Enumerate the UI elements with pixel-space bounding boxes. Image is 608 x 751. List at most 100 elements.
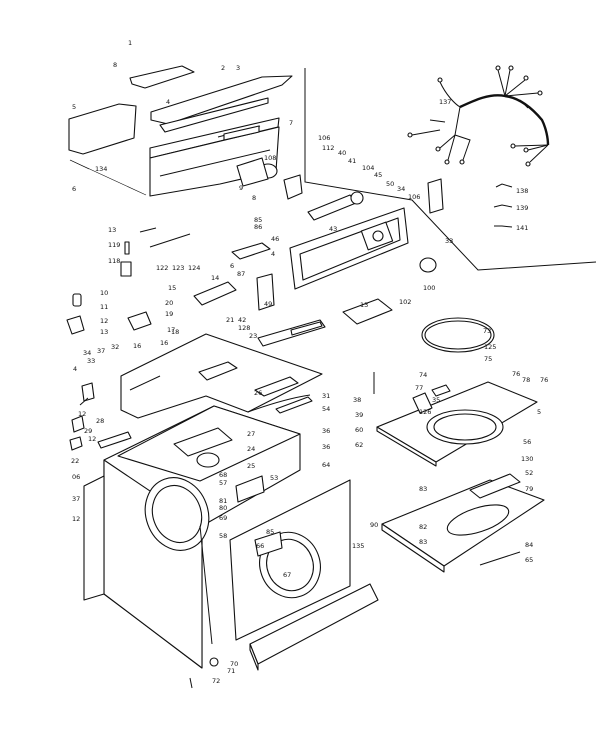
callout-label: 36 (322, 443, 330, 451)
callout-label: 100 (423, 284, 435, 292)
callout-label: 12 (72, 515, 80, 523)
callout-label: 86 (254, 223, 262, 231)
callout-label: 75 (484, 355, 492, 363)
callout-label: 70 (230, 660, 238, 668)
callout-label: 22 (71, 457, 79, 465)
callout-label: 4 (166, 98, 170, 106)
tub-cover-group (373, 317, 538, 467)
callout-label: 34 (83, 349, 91, 357)
callout-label: 25 (247, 462, 255, 470)
callout-label: 138 (516, 187, 528, 195)
callout-label: 84 (525, 541, 533, 549)
callout-label: 74 (419, 371, 427, 379)
cabinet-top-group (120, 333, 323, 419)
callout-label: 139 (516, 204, 528, 212)
callout-label: 71 (227, 667, 235, 675)
callout-label: 76 (540, 376, 548, 384)
callout-label: 21 (226, 316, 234, 324)
callout-label: 14 (211, 274, 219, 282)
callout-label: 46 (271, 235, 279, 243)
callout-label: 50 (386, 180, 394, 188)
callout-label: 82 (419, 523, 427, 531)
callout-label: 12 (78, 410, 86, 418)
callout-label: 37 (72, 495, 80, 503)
callout-label: 106 (408, 193, 420, 201)
callout-label: 20 (165, 299, 173, 307)
callout-label: 19 (165, 310, 173, 318)
callout-label: 80 (219, 504, 227, 512)
callout-label: 11 (100, 303, 108, 311)
callout-label: 119 (108, 241, 120, 249)
callout-label: 2 (221, 64, 225, 72)
callout-label: 5 (72, 103, 76, 111)
callout-label: 13 (108, 226, 116, 234)
callout-label: 124 (188, 264, 200, 272)
callout-label: 125 (484, 343, 496, 351)
callout-label: 6 (230, 262, 234, 270)
callout-label: 90 (370, 521, 378, 529)
callout-label: 41 (348, 157, 356, 165)
callout-label: 66 (256, 542, 264, 550)
callout-label: 78 (522, 376, 530, 384)
callout-label: 108 (264, 154, 276, 162)
callout-label: 85 (266, 528, 274, 536)
callout-label: 106 (318, 134, 330, 142)
callout-label: 83 (419, 485, 427, 493)
callout-label: 137 (439, 98, 451, 106)
callout-label: 18 (171, 328, 179, 336)
callout-label: 42 (238, 316, 246, 324)
callout-label: 12 (100, 317, 108, 325)
callout-label: 10 (100, 289, 108, 297)
callout-label: 37 (97, 347, 105, 355)
callout-label: 27 (247, 430, 255, 438)
callout-label: 29 (84, 427, 92, 435)
callout-label: 128 (238, 324, 250, 332)
callout-label: 39 (355, 411, 363, 419)
callout-label: 76 (512, 370, 520, 378)
callout-label: 26 (254, 389, 262, 397)
callout-label: 81 (219, 497, 227, 505)
callout-label: 49 (264, 300, 272, 308)
front-panel-group (229, 475, 351, 641)
callout-label: 56 (523, 438, 531, 446)
callout-label: 83 (419, 538, 427, 546)
callout-label: 52 (525, 469, 533, 477)
callout-label: 9 (239, 184, 243, 192)
callout-label: 8 (252, 194, 256, 202)
callout-label: 122 (156, 264, 168, 272)
callout-label: 16 (133, 342, 141, 350)
callout-label: 24 (247, 445, 255, 453)
callout-label: 126 (419, 408, 431, 416)
callout-label: 17 (167, 326, 175, 334)
callout-label: 62 (355, 441, 363, 449)
callout-label: 68 (219, 471, 227, 479)
callout-label: 53 (270, 474, 278, 482)
callout-label: 87 (237, 270, 245, 278)
top-panel-group (68, 65, 293, 197)
callout-label: 4 (271, 250, 275, 258)
callout-label: 15 (168, 284, 176, 292)
callout-label: 16 (160, 339, 168, 347)
callout-label: 85 (254, 216, 262, 224)
callout-label: 6 (72, 185, 76, 193)
callout-label: 79 (525, 485, 533, 493)
callout-label: 38 (353, 396, 361, 404)
callout-label: 69 (219, 514, 227, 522)
base-pan-group (381, 473, 545, 573)
callout-label: 35 (432, 396, 440, 404)
callout-label: 4 (73, 365, 77, 373)
control-console-group (193, 157, 444, 347)
callout-label: 32 (111, 343, 119, 351)
callout-label: 102 (399, 298, 411, 306)
callout-label: 1 (128, 39, 132, 47)
callout-label: 67 (283, 571, 291, 579)
callout-label: 12 (88, 435, 96, 443)
callout-label: 13 (100, 328, 108, 336)
callout-label: 33 (87, 357, 95, 365)
callout-label: 123 (172, 264, 184, 272)
callout-label: 5 (537, 408, 541, 416)
callout-label: 73 (483, 327, 491, 335)
small-parts-group (66, 227, 191, 451)
callout-label: 135 (352, 542, 364, 550)
